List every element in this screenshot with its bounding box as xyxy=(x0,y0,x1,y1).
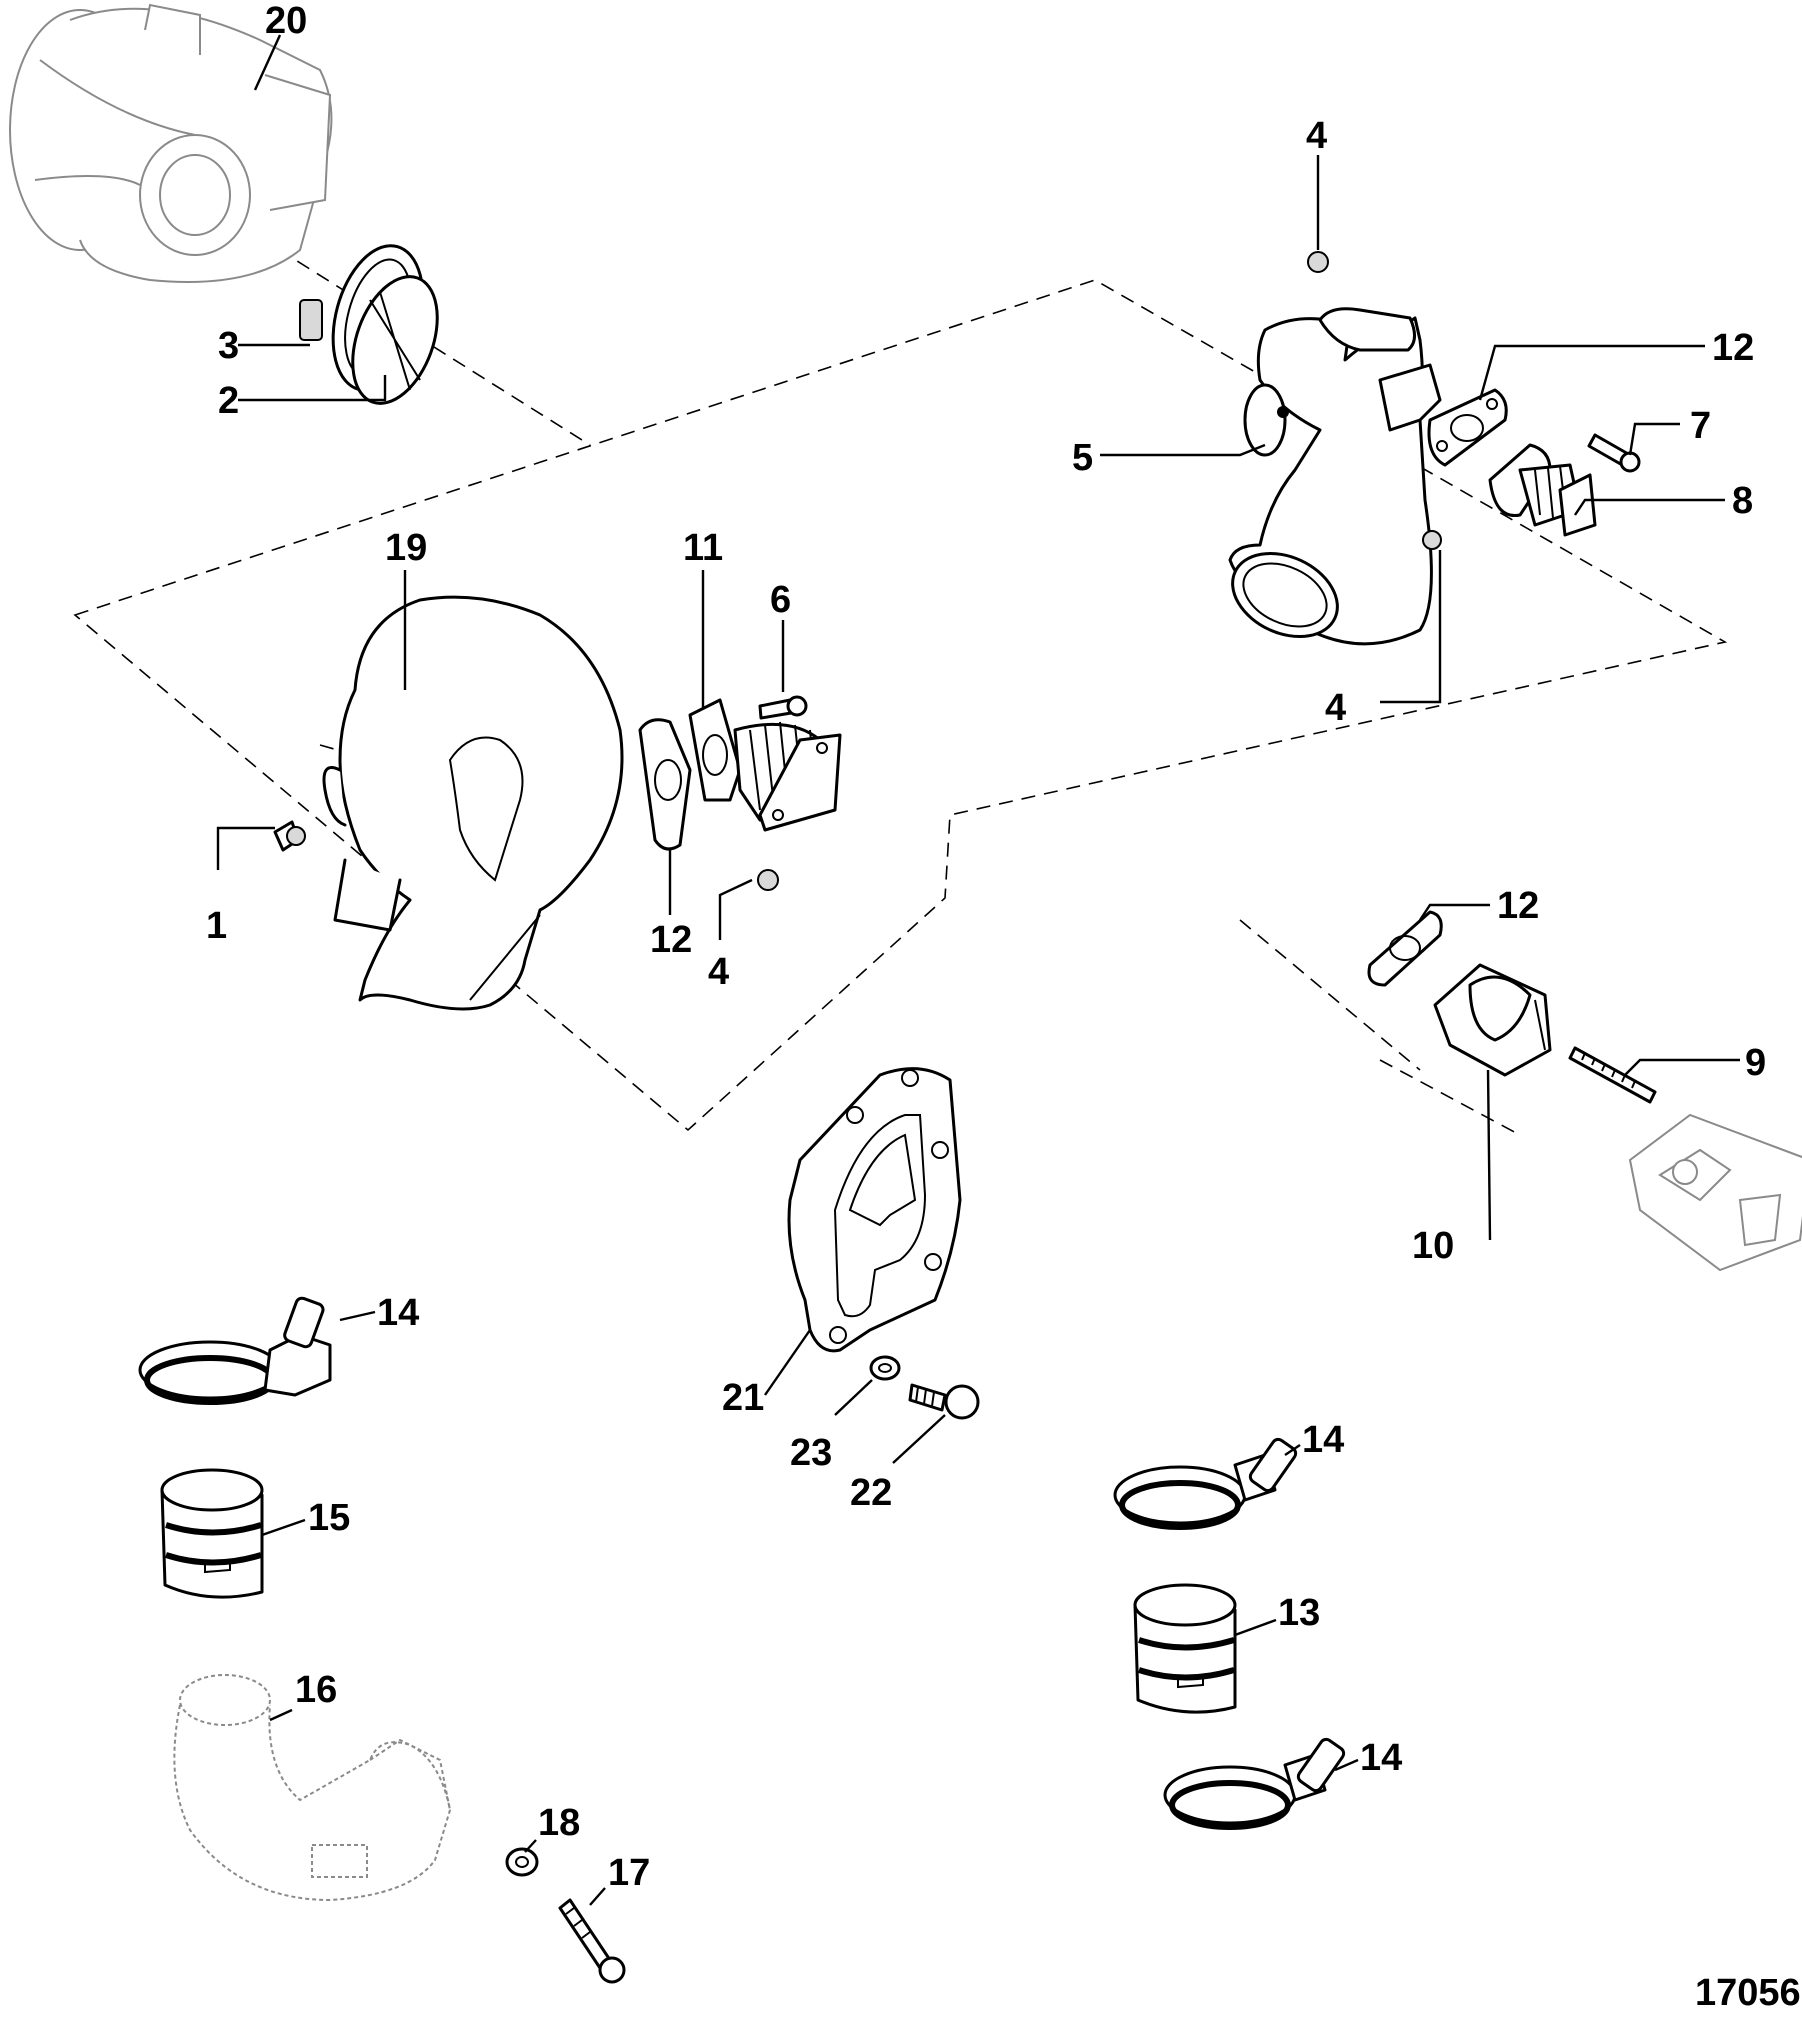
bolt-part-22 xyxy=(908,1383,980,1420)
callout-9: 9 xyxy=(1745,1042,1766,1084)
callout-14-lower: 14 xyxy=(1360,1737,1402,1779)
callout-14-right: 14 xyxy=(1302,1419,1344,1461)
callout-19: 19 xyxy=(385,527,427,569)
plug-part-1 xyxy=(273,820,306,852)
callout-3: 3 xyxy=(218,325,239,367)
callout-8: 8 xyxy=(1732,480,1753,522)
hose-clamp-part-14-lower xyxy=(1163,1737,1346,1830)
turbocharger-part-20 xyxy=(9,3,333,283)
callout-7: 7 xyxy=(1690,405,1711,447)
exhaust-elbow-part-19 xyxy=(322,595,624,1011)
gasket-part-12-mid xyxy=(638,718,692,851)
callout-11: 11 xyxy=(683,527,723,569)
bellows-fitting-part-8 xyxy=(1488,443,1597,537)
callout-4-mid: 4 xyxy=(1325,687,1346,729)
callout-10: 10 xyxy=(1412,1225,1454,1267)
callout-13: 13 xyxy=(1278,1592,1320,1634)
seal-ring-part-2 xyxy=(351,275,439,405)
callout-17: 17 xyxy=(608,1852,650,1894)
adapter-part-10 xyxy=(1433,963,1552,1077)
callout-6: 6 xyxy=(770,579,791,621)
hose-part-15 xyxy=(160,1468,264,1599)
bolt-part-6 xyxy=(758,695,808,720)
callout-1: 1 xyxy=(206,905,227,947)
pump-housing xyxy=(1628,1113,1802,1272)
bellows-part-11 xyxy=(688,698,842,832)
callout-12-mid: 12 xyxy=(650,919,692,961)
callout-2: 2 xyxy=(218,380,239,422)
nut-part-4-lower xyxy=(757,869,779,891)
exhaust-pipe-part-16 xyxy=(173,1674,452,1902)
callout-20: 20 xyxy=(265,0,307,42)
mounting-plate-part-21 xyxy=(787,1067,962,1353)
gasket-part-12-lower xyxy=(1367,910,1443,987)
callout-21: 21 xyxy=(722,1377,764,1419)
callout-5: 5 xyxy=(1072,437,1093,479)
stud-part-9 xyxy=(1568,1046,1657,1104)
bolt-part-17 xyxy=(558,1898,626,1984)
callout-18: 18 xyxy=(538,1802,580,1844)
leader-lines xyxy=(216,34,1740,1906)
callout-15: 15 xyxy=(308,1497,350,1539)
gasket-part-12-upper xyxy=(1427,388,1508,467)
callout-12-lower: 12 xyxy=(1497,885,1539,927)
figure-number: 17056 xyxy=(1695,1972,1801,2014)
callout-14-upper: 14 xyxy=(377,1292,419,1334)
exhaust-elbow-part-5 xyxy=(1228,307,1442,646)
callout-16: 16 xyxy=(295,1669,337,1711)
nut-part-4-mid xyxy=(1422,530,1442,550)
callout-23: 23 xyxy=(790,1432,832,1474)
hose-clamp-part-14-right xyxy=(1113,1437,1298,1530)
callout-labels: 20 3 2 19 11 6 1 12 4 4 5 12 7 8 4 12 9 … xyxy=(206,0,1766,1894)
nut-part-18 xyxy=(505,1847,539,1877)
hose-part-13 xyxy=(1133,1583,1237,1714)
washer-part-23 xyxy=(869,1355,901,1381)
nut-part-4-top xyxy=(1307,251,1329,273)
callout-12-upper: 12 xyxy=(1712,327,1754,369)
callout-4-lower: 4 xyxy=(708,951,729,993)
callout-4-top: 4 xyxy=(1306,115,1327,157)
callout-22: 22 xyxy=(850,1472,892,1514)
hose-clamp-part-14-upper xyxy=(138,1296,332,1405)
